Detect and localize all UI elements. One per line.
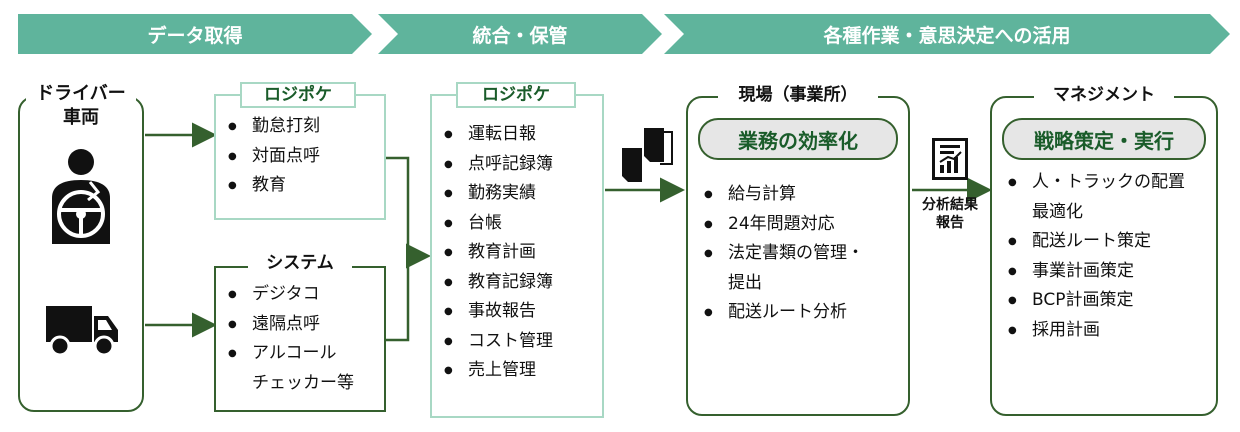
truck-icon — [46, 306, 118, 357]
list-item: 勤務実績 — [440, 179, 553, 209]
list-item: 法定書類の管理・ 提出 — [700, 239, 864, 298]
list-item: 売上管理 — [440, 356, 553, 386]
list-item: 点呼記録簿 — [440, 150, 553, 180]
driver-vehicle-box — [18, 96, 144, 412]
system-label: システム — [248, 252, 352, 274]
list-item: 遠隔点呼 — [224, 310, 354, 340]
list-item: アルコール チェッカー等 — [224, 339, 354, 398]
storage-label: ロジポケ — [456, 82, 576, 108]
list-item: 教育記録簿 — [440, 268, 553, 298]
list-item: 事業計画策定 — [1004, 257, 1185, 287]
list-item: 勤怠打刻 — [224, 112, 320, 142]
stage-acquire-label: データ取得 — [147, 24, 243, 47]
management-title: マネジメント — [1034, 84, 1174, 106]
field-highlight: 業務の効率化 — [698, 118, 898, 160]
list-item: コスト管理 — [440, 327, 553, 357]
driver-vehicle-title: ドライバー 車両 — [26, 82, 136, 130]
stage-integrate: 統合・保管 — [378, 14, 662, 54]
list-item: 採用計画 — [1004, 316, 1185, 346]
merge-bracket — [386, 156, 410, 342]
list-item: 配送ルート策定 — [1004, 227, 1185, 257]
stage-utilize: 各種作業・意思決定への活用 — [664, 14, 1230, 54]
list-item: 対面点呼 — [224, 142, 320, 172]
list-item: 台帳 — [440, 209, 553, 239]
list-item: 人・トラックの配置 最適化 — [1004, 168, 1185, 227]
list-item: デジタコ — [224, 280, 354, 310]
logipoke-input-list: 勤怠打刻 対面点呼 教育 — [224, 112, 320, 201]
list-item: 24年問題対応 — [700, 210, 864, 240]
field-list: 給与計算 24年問題対応 法定書類の管理・ 提出 配送ルート分析 — [700, 180, 864, 328]
management-list: 人・トラックの配置 最適化 配送ルート策定 事業計画策定 BCP計画策定 採用計… — [1004, 168, 1185, 345]
list-item: 教育 — [224, 171, 320, 201]
report-label: 分析結果 報告 — [922, 197, 978, 231]
list-item: 給与計算 — [700, 180, 864, 210]
logipoke-input-label: ロジポケ — [240, 82, 356, 108]
storage-list: 運転日報 点呼記録簿 勤務実績 台帳 教育計画 教育記録簿 事故報告 コスト管理… — [440, 120, 553, 386]
list-item: 教育計画 — [440, 238, 553, 268]
system-list: デジタコ 遠隔点呼 アルコール チェッカー等 — [224, 280, 354, 398]
stage-acquire: データ取得 — [18, 14, 372, 54]
list-item: BCP計画策定 — [1004, 286, 1185, 316]
management-highlight: 戦略策定・実行 — [1002, 118, 1206, 160]
report-chart-icon — [932, 138, 968, 180]
stage-integrate-label: 統合・保管 — [472, 24, 568, 47]
stage-utilize-label: 各種作業・意思決定への活用 — [823, 24, 1071, 47]
driver-icon — [52, 149, 110, 244]
list-item: 事故報告 — [440, 297, 553, 327]
field-title: 現場（事業所） — [718, 84, 878, 106]
documents-icon — [622, 128, 673, 182]
list-item: 運転日報 — [440, 120, 553, 150]
list-item: 配送ルート分析 — [700, 298, 864, 328]
